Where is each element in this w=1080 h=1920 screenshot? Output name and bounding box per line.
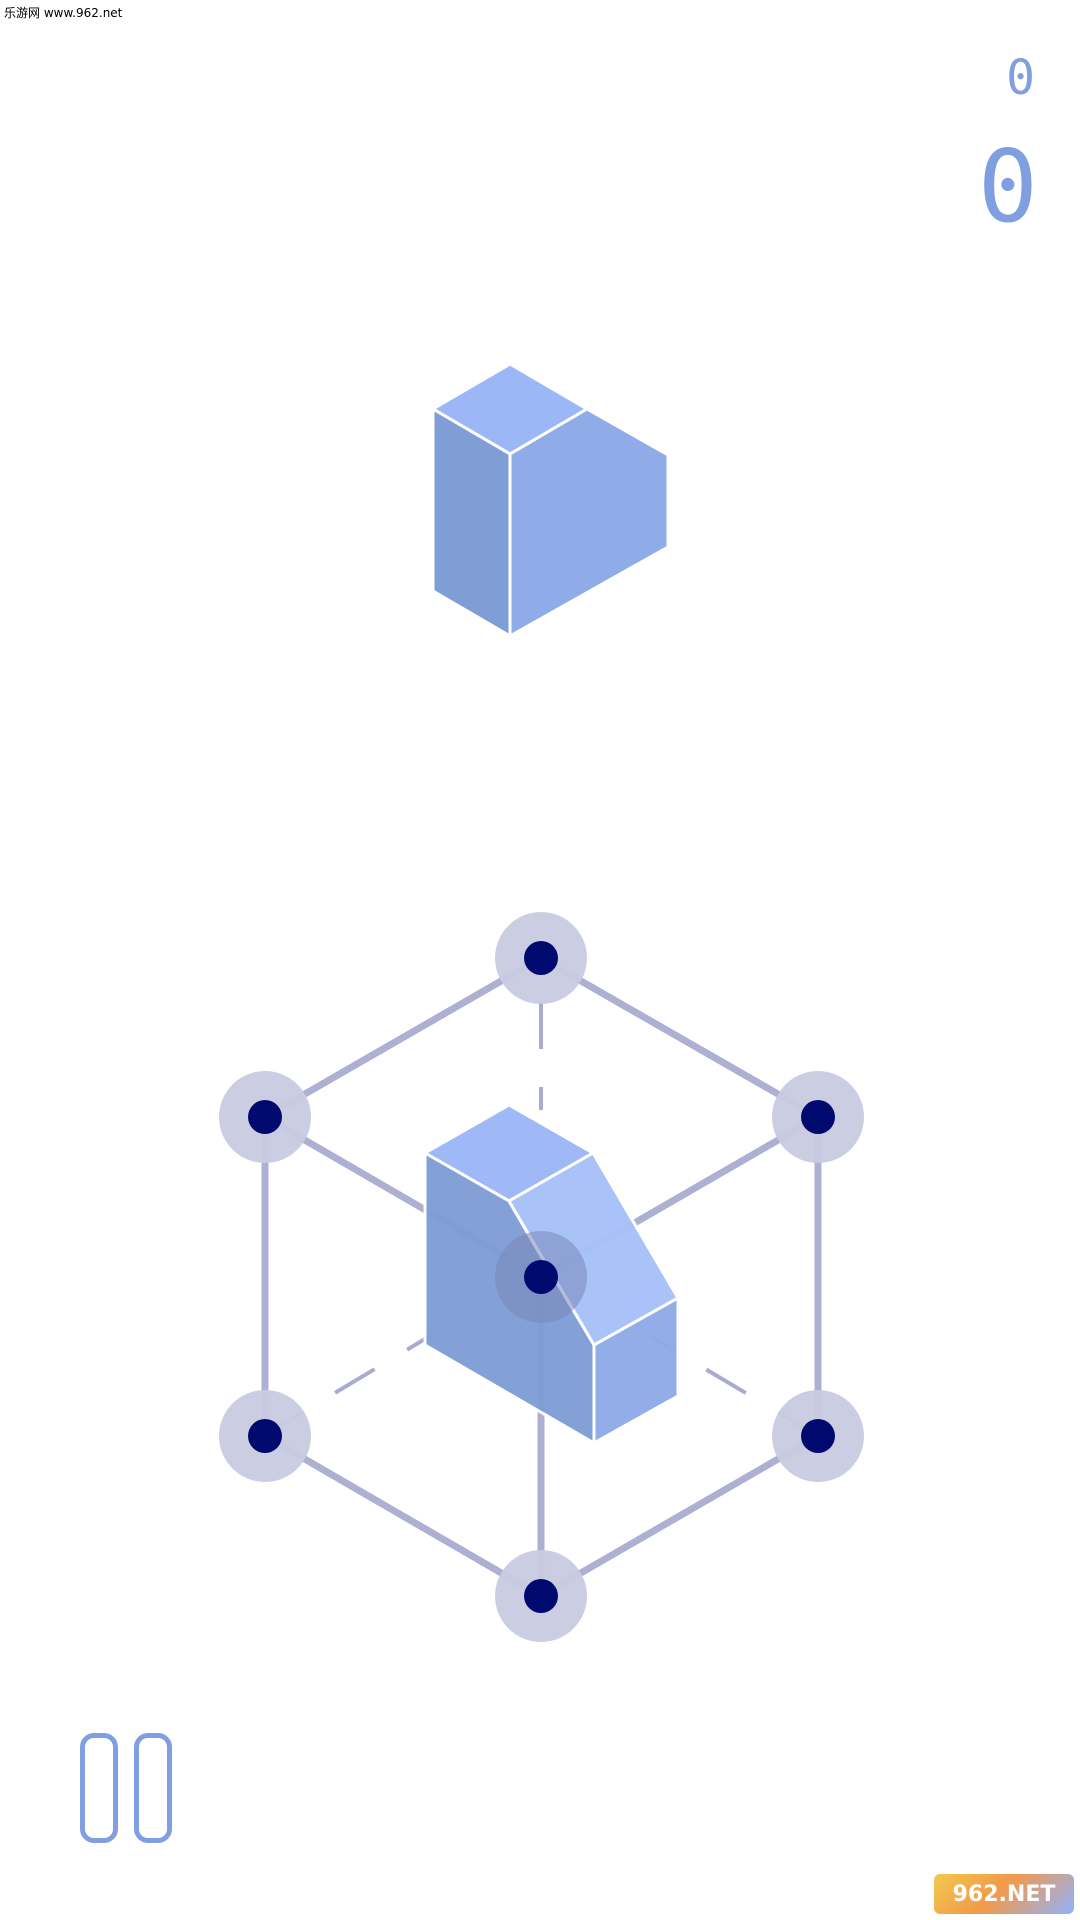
target-shape xyxy=(430,362,670,639)
pause-button[interactable] xyxy=(80,1733,176,1843)
node-upper-right[interactable] xyxy=(772,1071,864,1163)
best-score: 0 xyxy=(1006,50,1035,106)
target-right-face xyxy=(508,407,670,639)
node-upper-left[interactable] xyxy=(219,1071,311,1163)
watermark-logo: 962.NET xyxy=(934,1874,1074,1914)
node-center[interactable] xyxy=(495,1231,587,1323)
node-lower-right[interactable] xyxy=(772,1390,864,1482)
shape-right-face xyxy=(592,1295,680,1446)
pause-icon xyxy=(80,1733,118,1843)
node-top[interactable] xyxy=(495,912,587,1004)
node-lower-left[interactable] xyxy=(219,1390,311,1482)
node-bottom[interactable] xyxy=(495,1550,587,1642)
pause-icon-bar xyxy=(134,1733,172,1843)
watermark-text: 乐游网 www.962.net xyxy=(4,6,123,20)
nodes xyxy=(219,912,864,1642)
current-score: 0 xyxy=(977,128,1038,245)
